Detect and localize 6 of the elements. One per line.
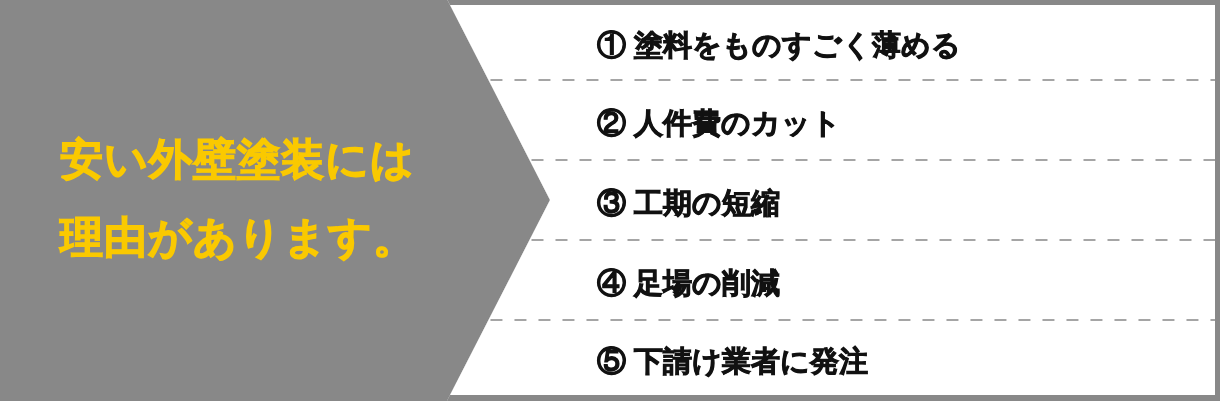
list-item-text: ② 人件費のカット [597, 105, 842, 141]
list-item-text: ⑤ 下請け業者に発注 [597, 343, 869, 379]
headline-text: 安い外壁塗装には理由があります。 [60, 134, 418, 263]
list-item-text: ③ 工期の短縮 [597, 185, 781, 221]
list-item-text: ④ 足場の削減 [597, 265, 781, 301]
list-item-text: ① 塗料をものすごく薄める [597, 27, 962, 63]
